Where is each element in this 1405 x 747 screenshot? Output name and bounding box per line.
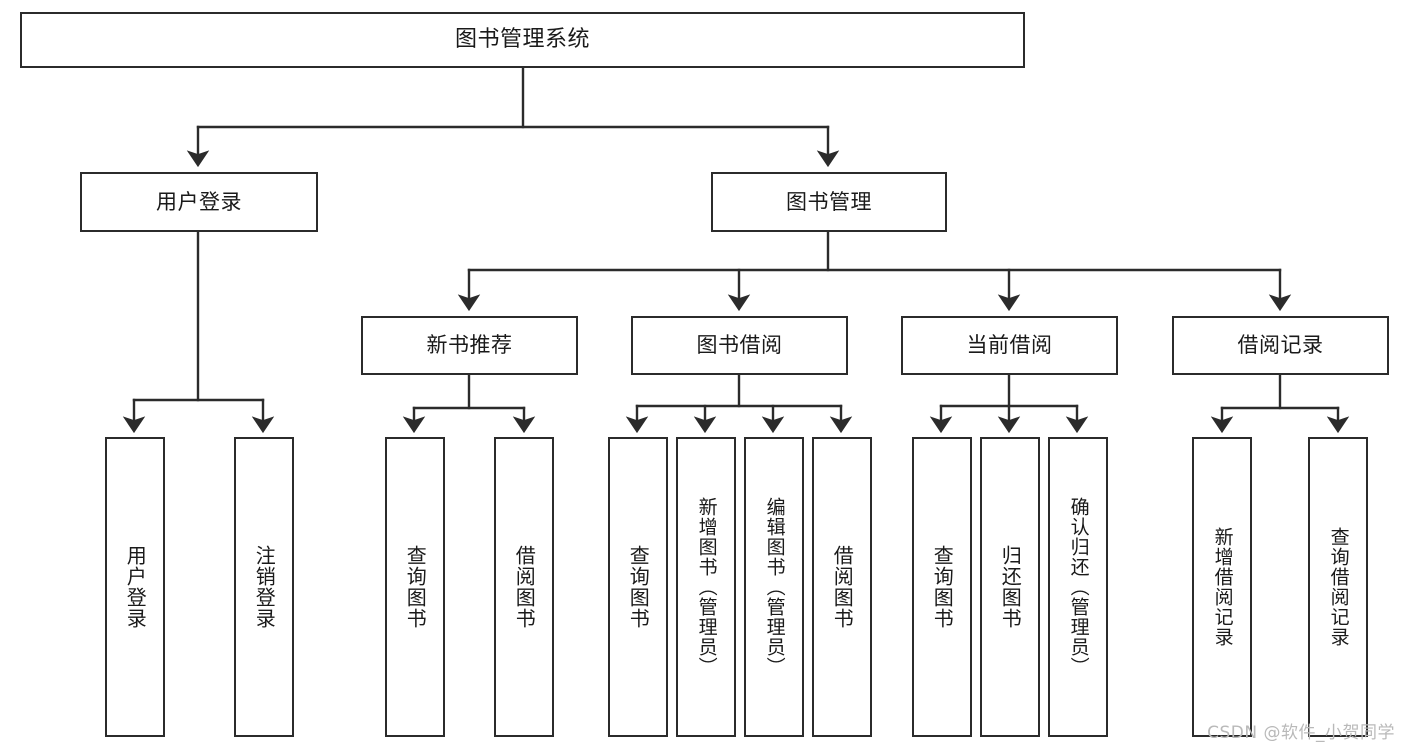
- leaf-current-borrow-query-label: 查询图书: [930, 545, 955, 629]
- leaf-current-borrow-confirm[interactable]: 确认归还（管理员）: [1048, 437, 1108, 737]
- leaf-new-book-borrow[interactable]: 借阅图书: [494, 437, 554, 737]
- node-book-borrow-label: 图书借阅: [696, 333, 783, 358]
- leaf-book-borrow-edit[interactable]: 编辑图书（管理员）: [744, 437, 804, 737]
- leaf-book-borrow-edit-label: 编辑图书（管理员）: [763, 497, 786, 677]
- leaf-book-borrow-query[interactable]: 查询图书: [608, 437, 668, 737]
- leaf-user-login-logout-label: 注销登录: [252, 545, 277, 629]
- leaf-current-borrow-query[interactable]: 查询图书: [912, 437, 972, 737]
- leaf-current-borrow-return-label: 归还图书: [998, 545, 1023, 629]
- leaf-book-borrow-add-label: 新增图书（管理员）: [695, 497, 718, 677]
- node-book-borrow[interactable]: 图书借阅: [631, 316, 848, 375]
- leaf-borrow-record-add-label: 新增借阅记录: [1211, 527, 1234, 647]
- node-user-login[interactable]: 用户登录: [80, 172, 318, 232]
- leaf-borrow-record-add[interactable]: 新增借阅记录: [1192, 437, 1252, 737]
- node-book-manage[interactable]: 图书管理: [711, 172, 947, 232]
- node-user-login-label: 用户登录: [156, 189, 242, 214]
- leaf-current-borrow-return[interactable]: 归还图书: [980, 437, 1040, 737]
- leaf-book-borrow-borrow-label: 借阅图书: [830, 545, 855, 629]
- leaf-borrow-record-query[interactable]: 查询借阅记录: [1308, 437, 1368, 737]
- leaf-book-borrow-borrow[interactable]: 借阅图书: [812, 437, 872, 737]
- node-current-borrow[interactable]: 当前借阅: [901, 316, 1118, 375]
- leaf-borrow-record-query-label: 查询借阅记录: [1327, 527, 1350, 647]
- node-book-manage-label: 图书管理: [786, 189, 872, 214]
- leaf-new-book-borrow-label: 借阅图书: [512, 545, 537, 629]
- leaf-user-login-login[interactable]: 用户登录: [105, 437, 165, 737]
- leaf-user-login-logout[interactable]: 注销登录: [234, 437, 294, 737]
- leaf-new-book-query-label: 查询图书: [403, 545, 428, 629]
- node-root-system[interactable]: 图书管理系统: [20, 12, 1025, 68]
- node-current-borrow-label: 当前借阅: [966, 333, 1053, 358]
- node-new-book-recommend[interactable]: 新书推荐: [361, 316, 578, 375]
- node-borrow-record-label: 借阅记录: [1237, 333, 1324, 358]
- leaf-user-login-login-label: 用户登录: [123, 545, 148, 629]
- node-borrow-record[interactable]: 借阅记录: [1172, 316, 1389, 375]
- leaf-book-borrow-query-label: 查询图书: [626, 545, 651, 629]
- leaf-new-book-query[interactable]: 查询图书: [385, 437, 445, 737]
- node-new-book-recommend-label: 新书推荐: [426, 333, 513, 358]
- leaf-current-borrow-confirm-label: 确认归还（管理员）: [1067, 497, 1090, 677]
- leaf-book-borrow-add[interactable]: 新增图书（管理员）: [676, 437, 736, 737]
- node-root-label: 图书管理系统: [454, 27, 590, 53]
